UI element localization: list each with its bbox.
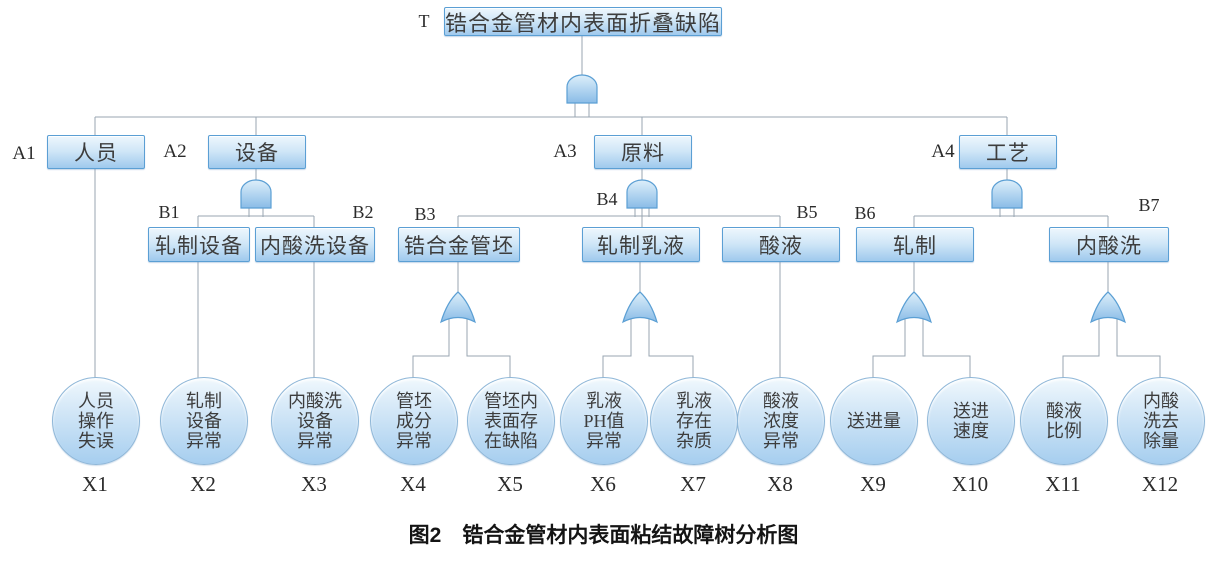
figure-caption: 图2 锆合金管材内表面粘结故障树分析图 [408, 524, 799, 547]
x12-circle: 内酸 洗去 除量 [1117, 377, 1205, 465]
x3-circle: 内酸洗 设备 异常 [271, 377, 359, 465]
a3-id: A3 [553, 141, 577, 162]
b4-label: 轧制乳液 [597, 233, 685, 258]
x10-circle: 送进 速度 [927, 377, 1015, 465]
x9-id: X9 [860, 472, 886, 496]
x6-id: X6 [590, 472, 616, 496]
x3-id: X3 [301, 472, 327, 496]
a3-label: 原料 [621, 141, 665, 165]
x3-text: 内酸洗 设备 异常 [288, 391, 342, 451]
a4-box: 工艺 [959, 135, 1057, 169]
x7-text: 乳液 存在 杂质 [676, 391, 712, 451]
x8-circle: 酸液 浓度 异常 [737, 377, 825, 465]
a2-id: A2 [163, 141, 187, 162]
x1-circle: 人员 操作 失误 [52, 377, 140, 465]
x11-text: 酸液 比例 [1046, 401, 1082, 441]
b7-label: 内酸洗 [1076, 233, 1142, 258]
x6-circle: 乳液 PH值 异常 [560, 377, 648, 465]
b3-label: 锆合金管坯 [404, 233, 514, 258]
b7-id: B7 [1138, 195, 1160, 215]
or-gate-b6 [896, 291, 932, 324]
wires-a-to-b [94, 167, 1109, 380]
x4-text: 管坯 成分 异常 [396, 391, 432, 451]
x6-text: 乳液 PH值 异常 [583, 391, 625, 451]
x12-id: X12 [1141, 472, 1179, 496]
a4-id: A4 [931, 141, 955, 162]
and-gate-top [566, 74, 598, 104]
wires-top-to-a [94, 34, 1008, 140]
b4-id: B4 [596, 189, 618, 209]
x11-circle: 酸液 比例 [1020, 377, 1108, 465]
b1-box: 轧制设备 [148, 227, 250, 262]
x9-circle: 送进量 [830, 377, 918, 465]
top-event-id: T [418, 11, 430, 31]
x11-id: X11 [1045, 472, 1081, 496]
a3-box: 原料 [594, 135, 692, 169]
or-gate-b3 [440, 291, 476, 324]
x4-id: X4 [400, 472, 426, 496]
x5-circle: 管坯内 表面存 在缺陷 [467, 377, 555, 465]
x2-text: 轧制 设备 异常 [186, 391, 222, 451]
b5-label: 酸液 [759, 233, 803, 258]
b1-id: B1 [158, 202, 180, 222]
or-gate-b7 [1090, 291, 1126, 324]
and-gate-a3 [626, 179, 658, 209]
b5-box: 酸液 [722, 227, 840, 262]
or-gate-b4 [622, 291, 658, 324]
b6-box: 轧制 [856, 227, 974, 262]
b3-id: B3 [414, 204, 436, 224]
x10-text: 送进 速度 [953, 401, 989, 441]
x1-text: 人员 操作 失误 [78, 391, 114, 451]
wires-b-to-x [197, 260, 1161, 380]
a2-box: 设备 [208, 135, 306, 169]
b2-id: B2 [352, 202, 374, 222]
top-event-label: 锆合金管材内表面折叠缺陷 [445, 10, 722, 36]
a2-label: 设备 [235, 141, 279, 165]
x5-id: X5 [497, 472, 523, 496]
x8-text: 酸液 浓度 异常 [763, 391, 799, 451]
b6-id: B6 [854, 203, 876, 223]
x4-circle: 管坯 成分 异常 [370, 377, 458, 465]
x8-id: X8 [767, 472, 793, 496]
and-gate-a4 [991, 179, 1023, 209]
b3-box: 锆合金管坯 [398, 227, 520, 262]
a1-id: A1 [12, 143, 36, 164]
x1-id: X1 [82, 472, 108, 496]
b5-id: B5 [796, 202, 818, 222]
x7-circle: 乳液 存在 杂质 [650, 377, 738, 465]
a1-label: 人员 [74, 141, 118, 165]
x9-text: 送进量 [847, 411, 901, 431]
top-event-box: 锆合金管材内表面折叠缺陷 [444, 7, 722, 36]
x12-text: 内酸 洗去 除量 [1143, 391, 1179, 451]
b7-box: 内酸洗 [1049, 227, 1169, 262]
b2-box: 内酸洗设备 [255, 227, 375, 262]
b6-label: 轧制 [893, 233, 937, 258]
x2-circle: 轧制 设备 异常 [160, 377, 248, 465]
x7-id: X7 [680, 472, 706, 496]
x2-id: X2 [190, 472, 216, 496]
x10-id: X10 [951, 472, 989, 496]
b4-box: 轧制乳液 [582, 227, 700, 262]
b1-label: 轧制设备 [155, 233, 243, 258]
and-gate-a2 [240, 179, 272, 209]
a4-label: 工艺 [986, 141, 1030, 165]
b2-label: 内酸洗设备 [260, 233, 370, 258]
x5-text: 管坯内 表面存 在缺陷 [484, 391, 538, 451]
a1-box: 人员 [47, 135, 145, 169]
